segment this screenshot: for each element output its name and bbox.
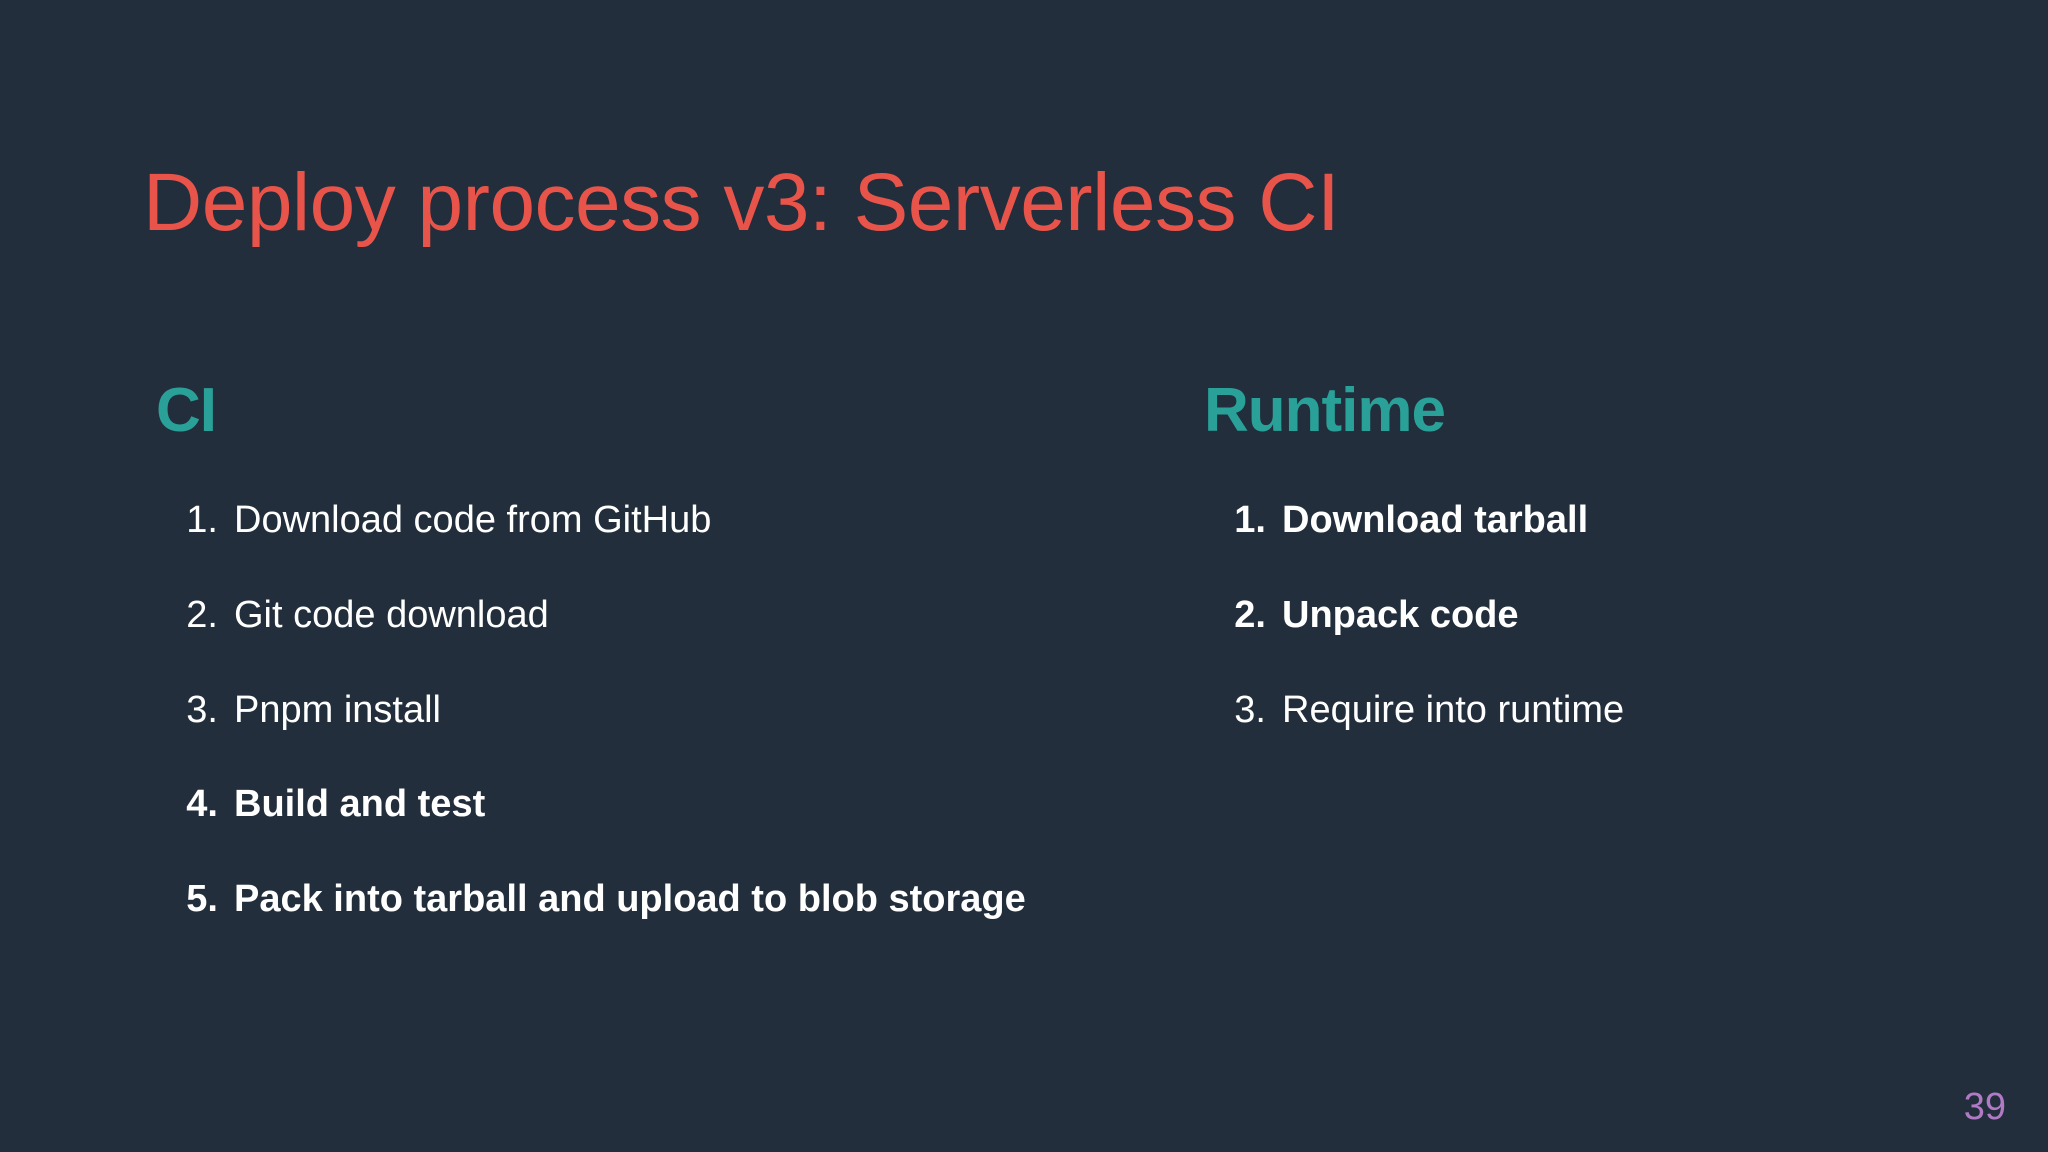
- step-number: 2.: [186, 593, 218, 636]
- step-text: Pnpm install: [234, 688, 441, 731]
- steps-list-runtime: 1. Download tarball 2. Unpack code 3. Re…: [1204, 498, 2000, 732]
- list-item: 2. Unpack code: [1204, 593, 2000, 638]
- step-text: Pack into tarball and upload to blob sto…: [234, 878, 1026, 921]
- step-text: Unpack code: [1282, 593, 1519, 636]
- step-text: Git code download: [234, 593, 549, 636]
- list-item: 3. Require into runtime: [1204, 688, 2000, 733]
- step-text: Download tarball: [1282, 499, 1589, 541]
- step-number: 1.: [1234, 499, 1266, 541]
- step-number: 5.: [186, 878, 218, 921]
- columns-container: CI 1. Download code from GitHub 2. Git c…: [0, 380, 2048, 922]
- steps-list-ci: 1. Download code from GitHub 2. Git code…: [156, 498, 1100, 922]
- page-number: 39: [1963, 1086, 2006, 1128]
- step-text: Require into runtime: [1282, 688, 1625, 731]
- list-item: 1. Download code from GitHub: [156, 498, 1100, 543]
- step-text: Build and test: [234, 783, 486, 826]
- page-title: Deploy process v3: Serverless CI: [143, 156, 1340, 248]
- column-runtime: Runtime 1. Download tarball 2. Unpack co…: [1100, 380, 2000, 732]
- step-number: 1.: [186, 499, 218, 541]
- list-item: 1. Download tarball: [1204, 498, 2000, 543]
- step-number: 4.: [186, 783, 218, 826]
- step-number: 2.: [1234, 593, 1266, 636]
- column-heading-runtime: Runtime: [1204, 376, 1446, 445]
- list-item: 5. Pack into tarball and upload to blob …: [156, 877, 1100, 922]
- step-number: 3.: [186, 688, 218, 731]
- list-item: 4. Build and test: [156, 782, 1100, 827]
- column-heading-ci: CI: [156, 376, 217, 445]
- list-item: 3. Pnpm install: [156, 688, 1100, 733]
- column-ci: CI 1. Download code from GitHub 2. Git c…: [0, 380, 1100, 922]
- step-number: 3.: [1234, 688, 1266, 731]
- step-text: Download code from GitHub: [234, 499, 712, 541]
- list-item: 2. Git code download: [156, 593, 1100, 638]
